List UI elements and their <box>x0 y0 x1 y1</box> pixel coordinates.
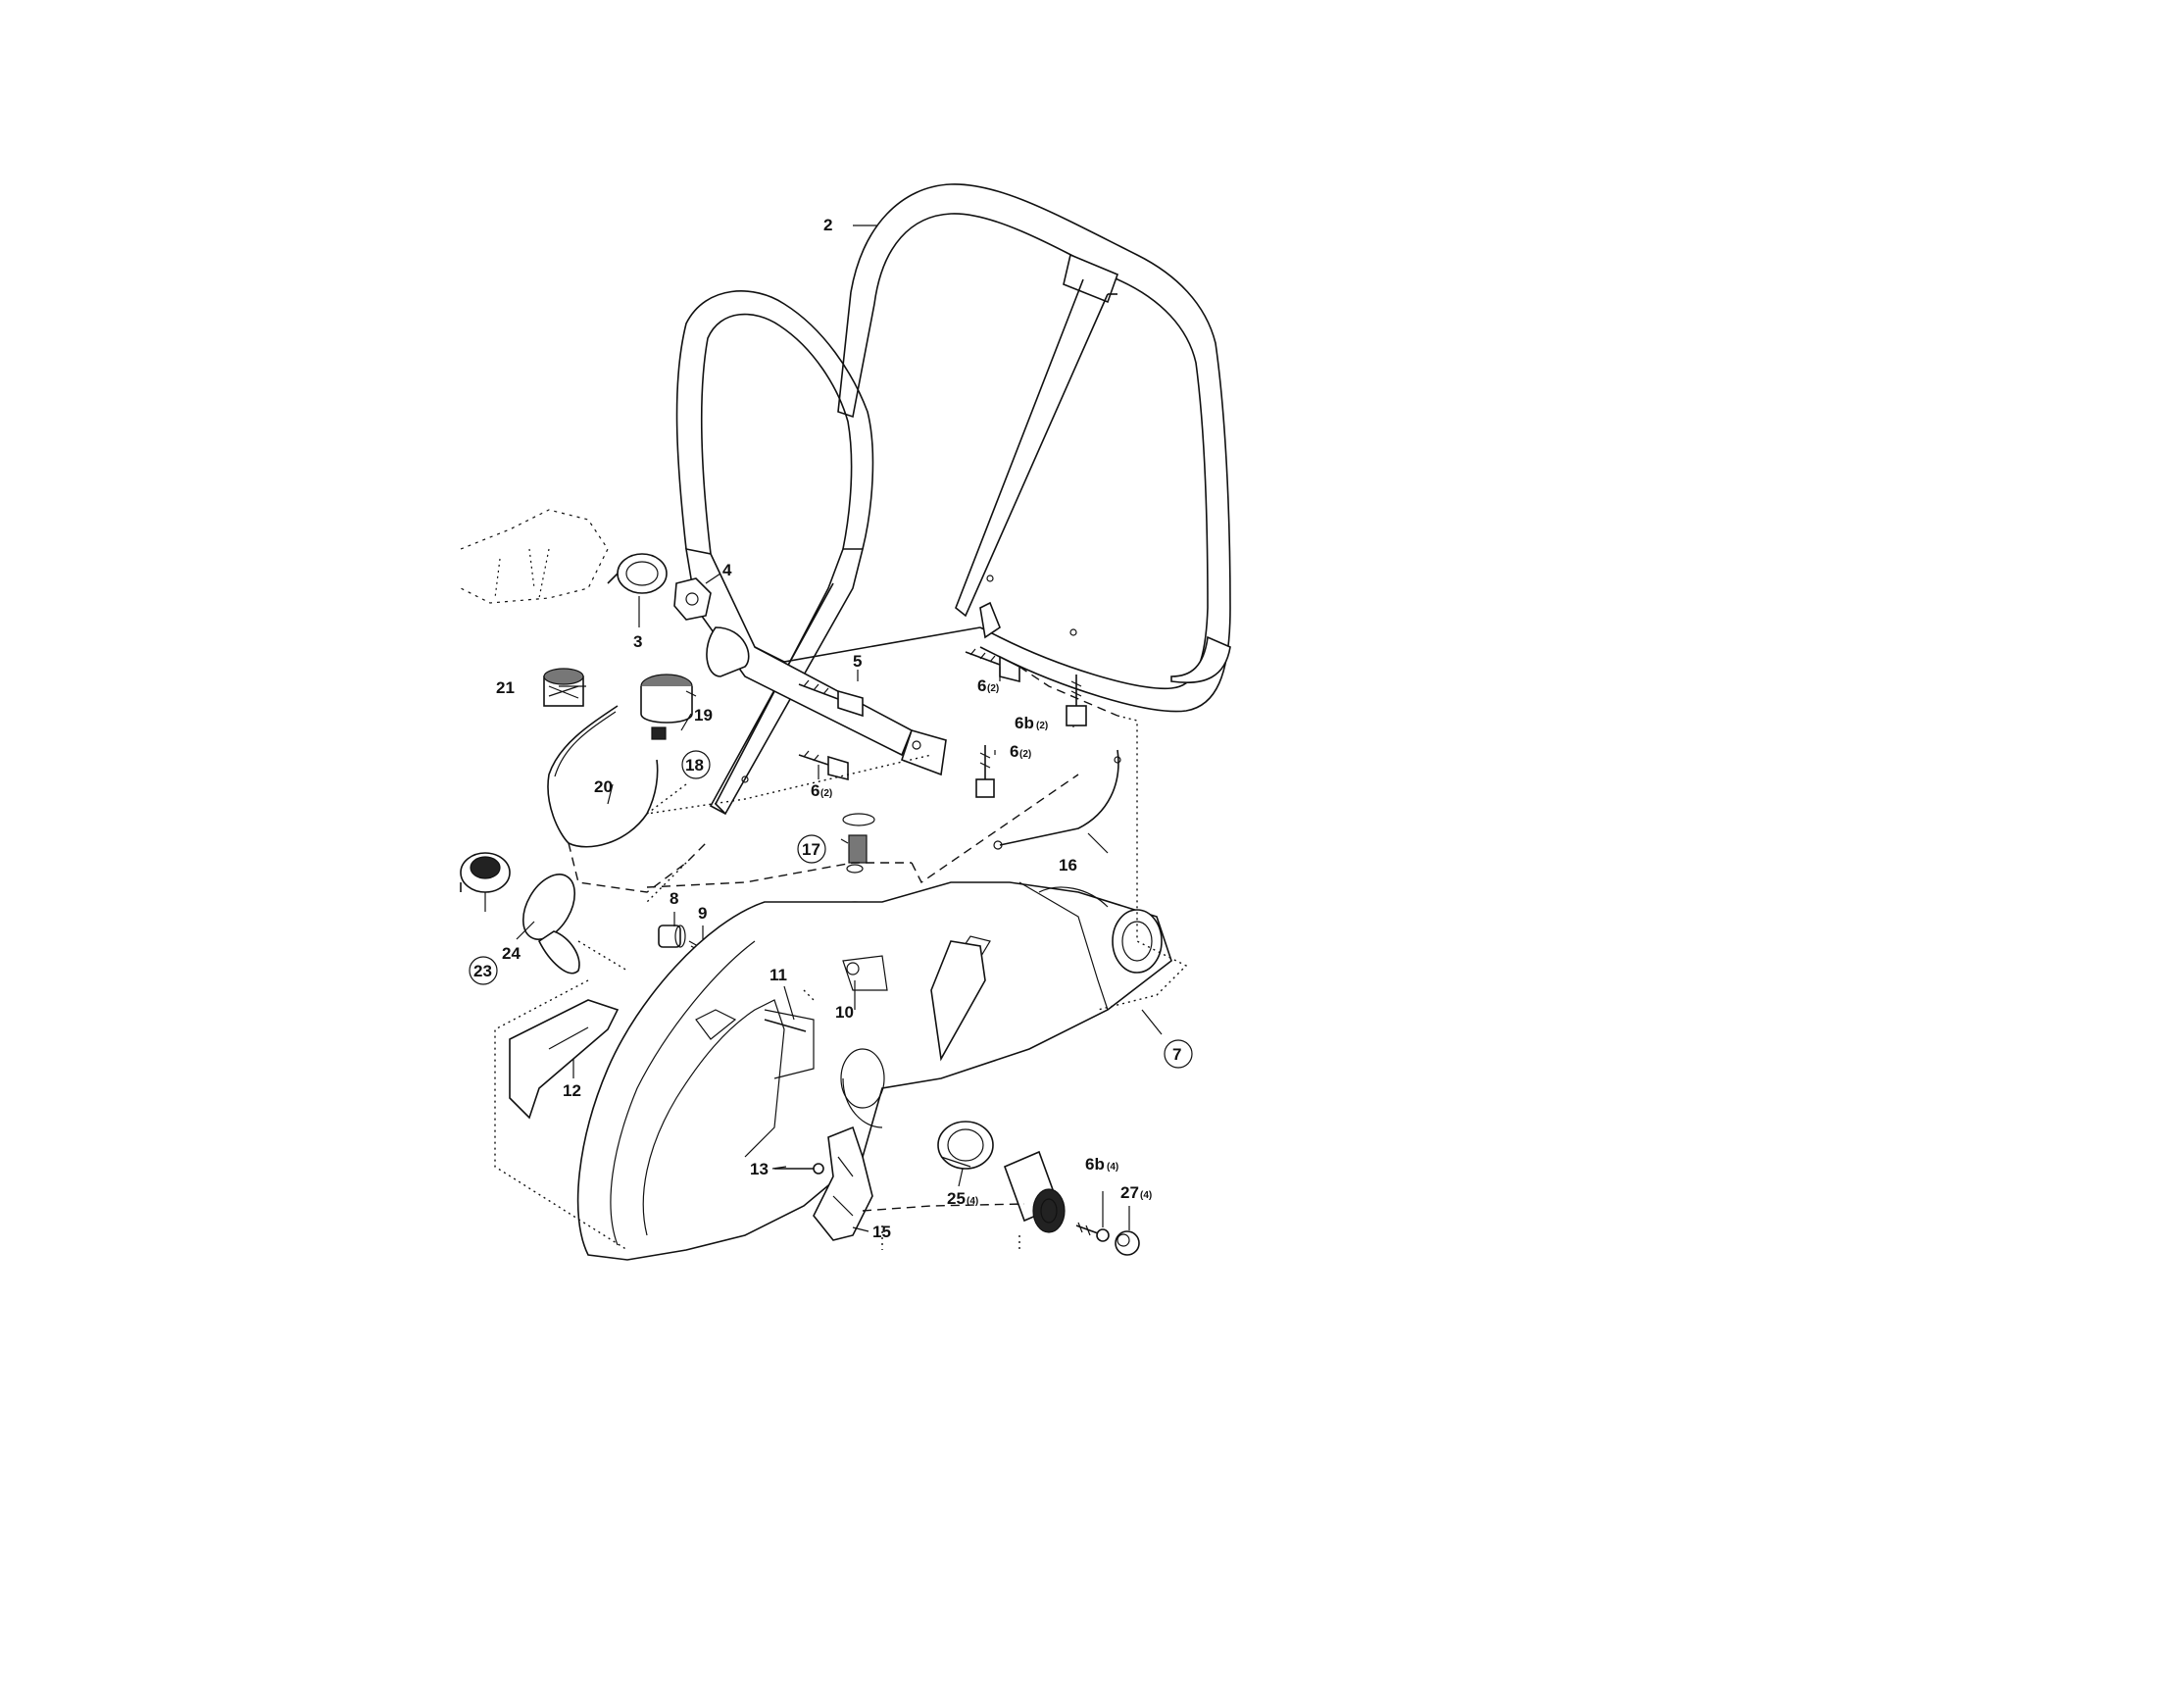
part-10-main-housing <box>576 881 1172 1261</box>
callout-6-lower-right: 6 <box>1010 742 1018 761</box>
part-15-lever <box>813 1125 873 1241</box>
callout-2: 2 <box>823 216 832 234</box>
bolt-5 <box>798 679 864 718</box>
part-27-cap <box>1115 1230 1140 1256</box>
callout-17: 17 <box>802 840 820 859</box>
callout-27: 27 <box>1120 1183 1139 1202</box>
part-11-pin <box>764 1019 807 1032</box>
callout-11: 11 <box>769 966 787 984</box>
callout-9: 9 <box>698 904 707 923</box>
part-8-plug <box>658 925 686 948</box>
part-23-cap <box>460 852 511 893</box>
assembly-dashed-lines <box>494 666 1188 1251</box>
part-3-cup <box>607 553 668 594</box>
part-13-screw <box>774 1163 824 1175</box>
callout-circles <box>469 750 1193 1069</box>
callout-19: 19 <box>694 706 713 725</box>
callout-6-upper-qty: (2) <box>987 683 999 694</box>
callout-5: 5 <box>853 652 862 671</box>
callout-6b-lower: 6b <box>1085 1155 1105 1174</box>
part-25-bushing <box>937 1121 994 1170</box>
callout-3: 3 <box>633 632 642 651</box>
callout-20: 20 <box>594 777 613 796</box>
part-20-hose <box>547 705 659 848</box>
part-18-fitting <box>651 726 667 740</box>
callout-12: 12 <box>563 1081 581 1100</box>
callout-13: 13 <box>750 1160 769 1178</box>
callout-6-upper: 6 <box>977 676 986 695</box>
callout-6-lower-right-qty: (2) <box>1019 749 1031 760</box>
callout-labels: 2 3 4 5 6 (2) 6 (2) 6 (2) 6b (2) 6b (4) … <box>473 216 1181 1241</box>
callout-15: 15 <box>872 1223 891 1241</box>
callout-16: 16 <box>1059 856 1077 875</box>
part-26-pulley <box>1003 1150 1066 1233</box>
callout-6b-lower-qty: (4) <box>1107 1162 1118 1173</box>
bolt-6-lower-right <box>975 745 995 798</box>
callout-6-lower-left-qty: (2) <box>820 788 832 799</box>
part-24-oring <box>521 874 580 975</box>
callout-6b-upper-qty: (2) <box>1036 721 1048 731</box>
part-19-fuel-cap <box>640 674 693 724</box>
callout-6-lower-left: 6 <box>811 781 819 800</box>
scan-artifact <box>460 509 609 604</box>
callout-25-qty: (4) <box>967 1196 978 1207</box>
callout-23: 23 <box>473 962 492 980</box>
part-16-cable <box>993 749 1121 850</box>
callout-18: 18 <box>685 756 704 775</box>
callout-24: 24 <box>502 944 521 963</box>
part-21-filter <box>543 668 584 707</box>
bolt-6-upper <box>965 648 1020 683</box>
callout-7: 7 <box>1172 1045 1181 1064</box>
bolt-6b-lower <box>1075 1222 1110 1242</box>
callout-6b-upper: 6b <box>1015 714 1034 732</box>
callout-25: 25 <box>947 1189 966 1208</box>
part-4-nut <box>673 577 750 677</box>
callout-8: 8 <box>670 889 678 908</box>
callout-27-qty: (4) <box>1140 1190 1152 1201</box>
bolt-6b-upper <box>1066 675 1087 726</box>
leader-lines <box>484 225 1163 1232</box>
bolt-6-lower-left <box>798 750 849 781</box>
callout-21: 21 <box>496 678 515 697</box>
callout-10: 10 <box>835 1003 854 1022</box>
front-handle-bar <box>837 183 1231 713</box>
callout-4: 4 <box>722 561 732 579</box>
